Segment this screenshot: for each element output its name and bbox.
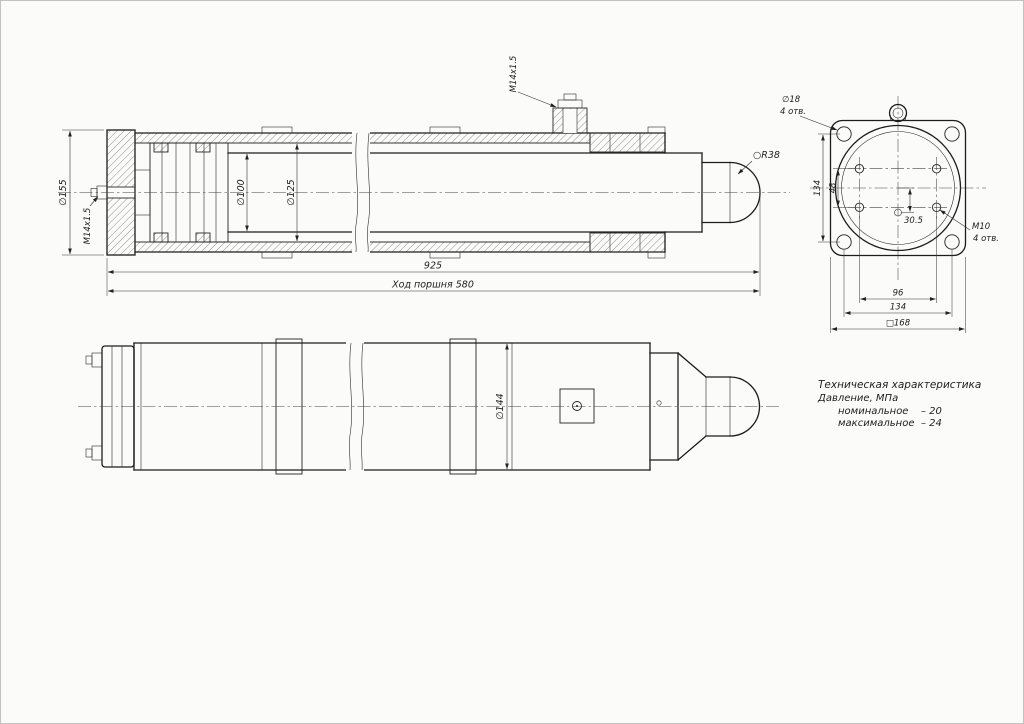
flange-hole-dia-label: ∅18 — [782, 95, 801, 105]
flange-thread-label: M10 — [972, 222, 990, 232]
dim-left-port-label: M14x1.5 — [83, 208, 93, 245]
dim-sphere-label: ○R38 — [753, 150, 780, 161]
dim-body-label: ∅144 — [495, 393, 506, 419]
flange-dim-v48-label: 48 — [829, 182, 839, 193]
outline-view: ∅144 — [78, 338, 782, 475]
dim-length-label: 925 — [424, 261, 442, 272]
rod-and-sphere — [227, 152, 761, 233]
flange-hole-count-label: 4 отв. — [780, 107, 806, 117]
tech-spec-max-value: – 24 — [921, 418, 942, 429]
flange-dim-v134-label: 134 — [813, 180, 823, 196]
outline-break-lines — [346, 338, 364, 474]
dim-flange-od-label: ∅155 — [58, 179, 69, 205]
flange-dim-h96-label: 96 — [893, 289, 904, 299]
flange-dim-square-label: □168 — [886, 319, 911, 329]
dim-bore-label: ∅125 — [286, 179, 297, 205]
flange-geometry — [829, 103, 967, 257]
dim-stroke-label: Ход поршня 580 — [391, 280, 474, 291]
section-view: ∅155 M14x1.5 ∅100 ∅125 M14x1.5 ○R38 925 … — [58, 56, 790, 296]
flange-view: ∅18 4 отв. 134 48 30.5 M10 4 отв. — [780, 95, 999, 333]
flange-thread-count-label: 4 отв. — [973, 234, 999, 244]
tech-spec-nominal-value: – 20 — [921, 406, 942, 417]
tech-spec-nominal-label: номинальное — [838, 406, 908, 417]
flange-dim-offset-label: 30.5 — [904, 216, 923, 226]
dim-top-port-label: M14x1.5 — [509, 56, 519, 93]
top-port — [552, 93, 588, 134]
outline-dimensions: ∅144 — [495, 343, 509, 470]
tech-spec-pressure: Давление, МПа — [817, 393, 898, 404]
tech-spec-title: Техническая характеристика — [818, 379, 981, 391]
tech-spec-max-label: максимальное — [838, 418, 914, 429]
flange-dim-h134-label: 134 — [890, 303, 906, 313]
flange-dimensions: ∅18 4 отв. 134 48 30.5 M10 4 отв. — [780, 95, 999, 333]
section-dimensions: ∅155 M14x1.5 ∅100 ∅125 M14x1.5 ○R38 925 … — [58, 56, 780, 296]
tech-spec: Техническая характеристика Давление, МПа… — [817, 379, 981, 429]
dim-rod-label: ∅100 — [236, 179, 247, 205]
